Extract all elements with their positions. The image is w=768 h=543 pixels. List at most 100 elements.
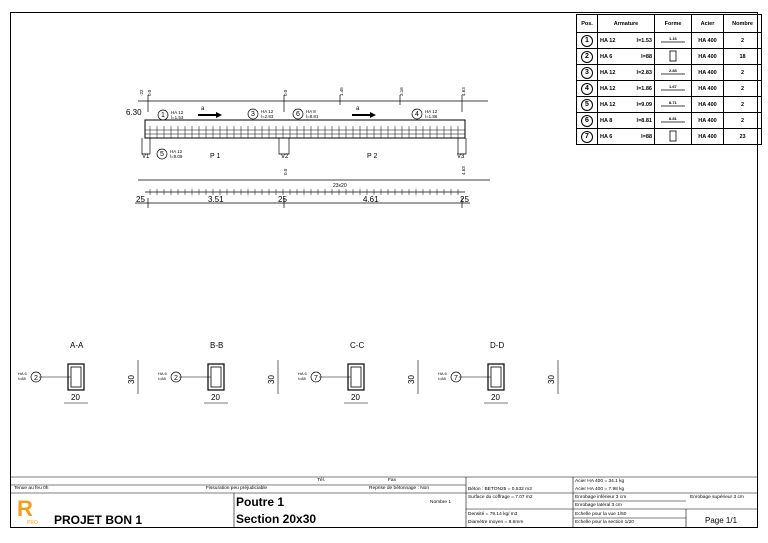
section-pos-number: 7: [454, 375, 458, 382]
stirrup-ticks: [149, 126, 459, 195]
section-title: A-A: [70, 341, 84, 350]
section-height: 30: [547, 375, 556, 384]
support-label-v1: V1: [142, 154, 150, 160]
section-bar-label: HA 6: [18, 371, 27, 376]
support-label-v2: V2: [281, 154, 289, 160]
dim-overall-3: 4.61: [363, 195, 379, 204]
section-view: B-B 2 HA 6l=88 20 30: [158, 341, 279, 404]
svg-text:1.67: 1.67: [669, 84, 678, 89]
bar-label: HA 12: [170, 149, 183, 154]
section-bar-label: l=88: [298, 376, 306, 381]
section-title: B-B: [210, 341, 223, 350]
dim-overall-4: 25: [460, 195, 469, 204]
densite-label: Densité = 79.14 kg/ m3: [468, 512, 518, 517]
bar-position-number: 1: [161, 112, 165, 119]
section-stirrup: [210, 366, 222, 388]
cell-forme: [654, 128, 692, 145]
section-title: D-D: [490, 341, 504, 350]
bar-label: HA 8: [306, 109, 316, 114]
bar-label: l=9.09: [170, 154, 183, 159]
bottom-dim-0: 0.0: [283, 168, 288, 175]
structural-drawing: 6.30 a a P 1 P 2 V1 V2 V3 23x20 25 3.51 …: [18, 87, 559, 404]
bar-position-marker: [156, 148, 168, 160]
bar-position-marker: [292, 108, 304, 120]
table-header-row: Pos. Armature Forme Acier Nombre: [576, 14, 762, 33]
diametre-label: Diamètre moyen = 8.6mm: [468, 520, 524, 525]
bar-label: HA 12: [171, 110, 184, 115]
svg-text:8.81: 8.81: [669, 116, 678, 121]
top-dim-5: 4.63: [461, 87, 466, 96]
top-dim-3: 1.45: [339, 87, 344, 96]
surface-label: Surface du coffrage = 7.07 m2: [468, 495, 533, 500]
echelle-vue-label: Echelle pour la vue 1/50: [575, 512, 627, 517]
section-title: Section 20x30: [236, 512, 317, 526]
span-label-p1: P 1: [210, 153, 220, 160]
fax-label: Fax: [388, 478, 396, 483]
bar-label: l=2.83: [261, 114, 274, 119]
title-block: Tél. Fax Tenue au feu 0h Fissuration peu…: [10, 476, 758, 528]
top-dim-2: 0.0: [283, 89, 288, 96]
span-label-p2: P 2: [367, 153, 377, 160]
section-pos-number: 2: [174, 375, 178, 382]
bar-position-marker: [247, 108, 259, 120]
cell-pos: 1: [576, 32, 598, 49]
svg-text:2.83: 2.83: [669, 68, 678, 73]
section-pos-number: 2: [34, 375, 38, 382]
drawing-sheet-border: [10, 12, 758, 528]
bar-position-number: 6: [296, 111, 300, 118]
beam-outline: [144, 119, 466, 139]
bar-position-number: 3: [251, 111, 255, 118]
bar-position-number: 5: [160, 151, 164, 158]
enrobage-inf-label: Enrobage inférieur 3 cm: [575, 495, 627, 500]
section-bar-label: l=88: [158, 376, 166, 381]
section-width: 20: [351, 393, 360, 402]
bar-label: l=8.81: [306, 114, 319, 119]
bottom-dim-1: 4.63: [461, 166, 466, 175]
section-pos-number: 7: [314, 375, 318, 382]
direction-arrow: [352, 112, 376, 118]
exposure-label: Tenue au feu 0h: [14, 486, 49, 491]
bar-label: HA 12: [425, 109, 438, 114]
dim-overall-1: 3.51: [208, 195, 224, 204]
enrobage-lat-label: Enrobage latéral 3 cm: [575, 503, 622, 508]
top-dim-1: 0.0: [147, 89, 152, 96]
project-title: PROJET BON 1: [54, 513, 143, 527]
svg-text:a: a: [356, 106, 360, 112]
dim-overall-2: 25: [278, 195, 287, 204]
section-width: 20: [71, 393, 80, 402]
svg-text:a: a: [201, 106, 205, 112]
support-label-v3: V3: [457, 154, 465, 160]
support-v1: [141, 138, 151, 155]
section-bar-label: HA 6: [158, 371, 167, 376]
section-width: 20: [491, 393, 500, 402]
reprise-label: Reprise de bétonnage : Non: [369, 486, 430, 491]
tel-label: Tél.: [317, 478, 325, 483]
section-width: 20: [211, 393, 220, 402]
svg-text:1.16: 1.16: [669, 36, 678, 41]
section-height: 30: [127, 375, 136, 384]
section-stirrup: [350, 366, 362, 388]
section-height: 30: [267, 375, 276, 384]
bar-position-number: 4: [415, 111, 419, 118]
dim-overall-0: 25: [136, 195, 145, 204]
nombre-label: Nombre 1: [430, 500, 452, 505]
section-bar-label: l=88: [18, 376, 26, 381]
section-title: C-C: [350, 341, 364, 350]
bar-position-marker: [411, 108, 423, 120]
bar-label: l=1.53: [171, 115, 184, 120]
section-stirrup: [490, 366, 502, 388]
echelle-section-label: Echelle pour la section 1/20: [575, 520, 634, 525]
bar-label: HA 12: [261, 109, 274, 114]
app-logo: R PRO: [17, 496, 38, 527]
enrobage-sup-label: Enrobage supérieur 3 cm: [690, 495, 744, 500]
section-height: 30: [407, 375, 416, 384]
